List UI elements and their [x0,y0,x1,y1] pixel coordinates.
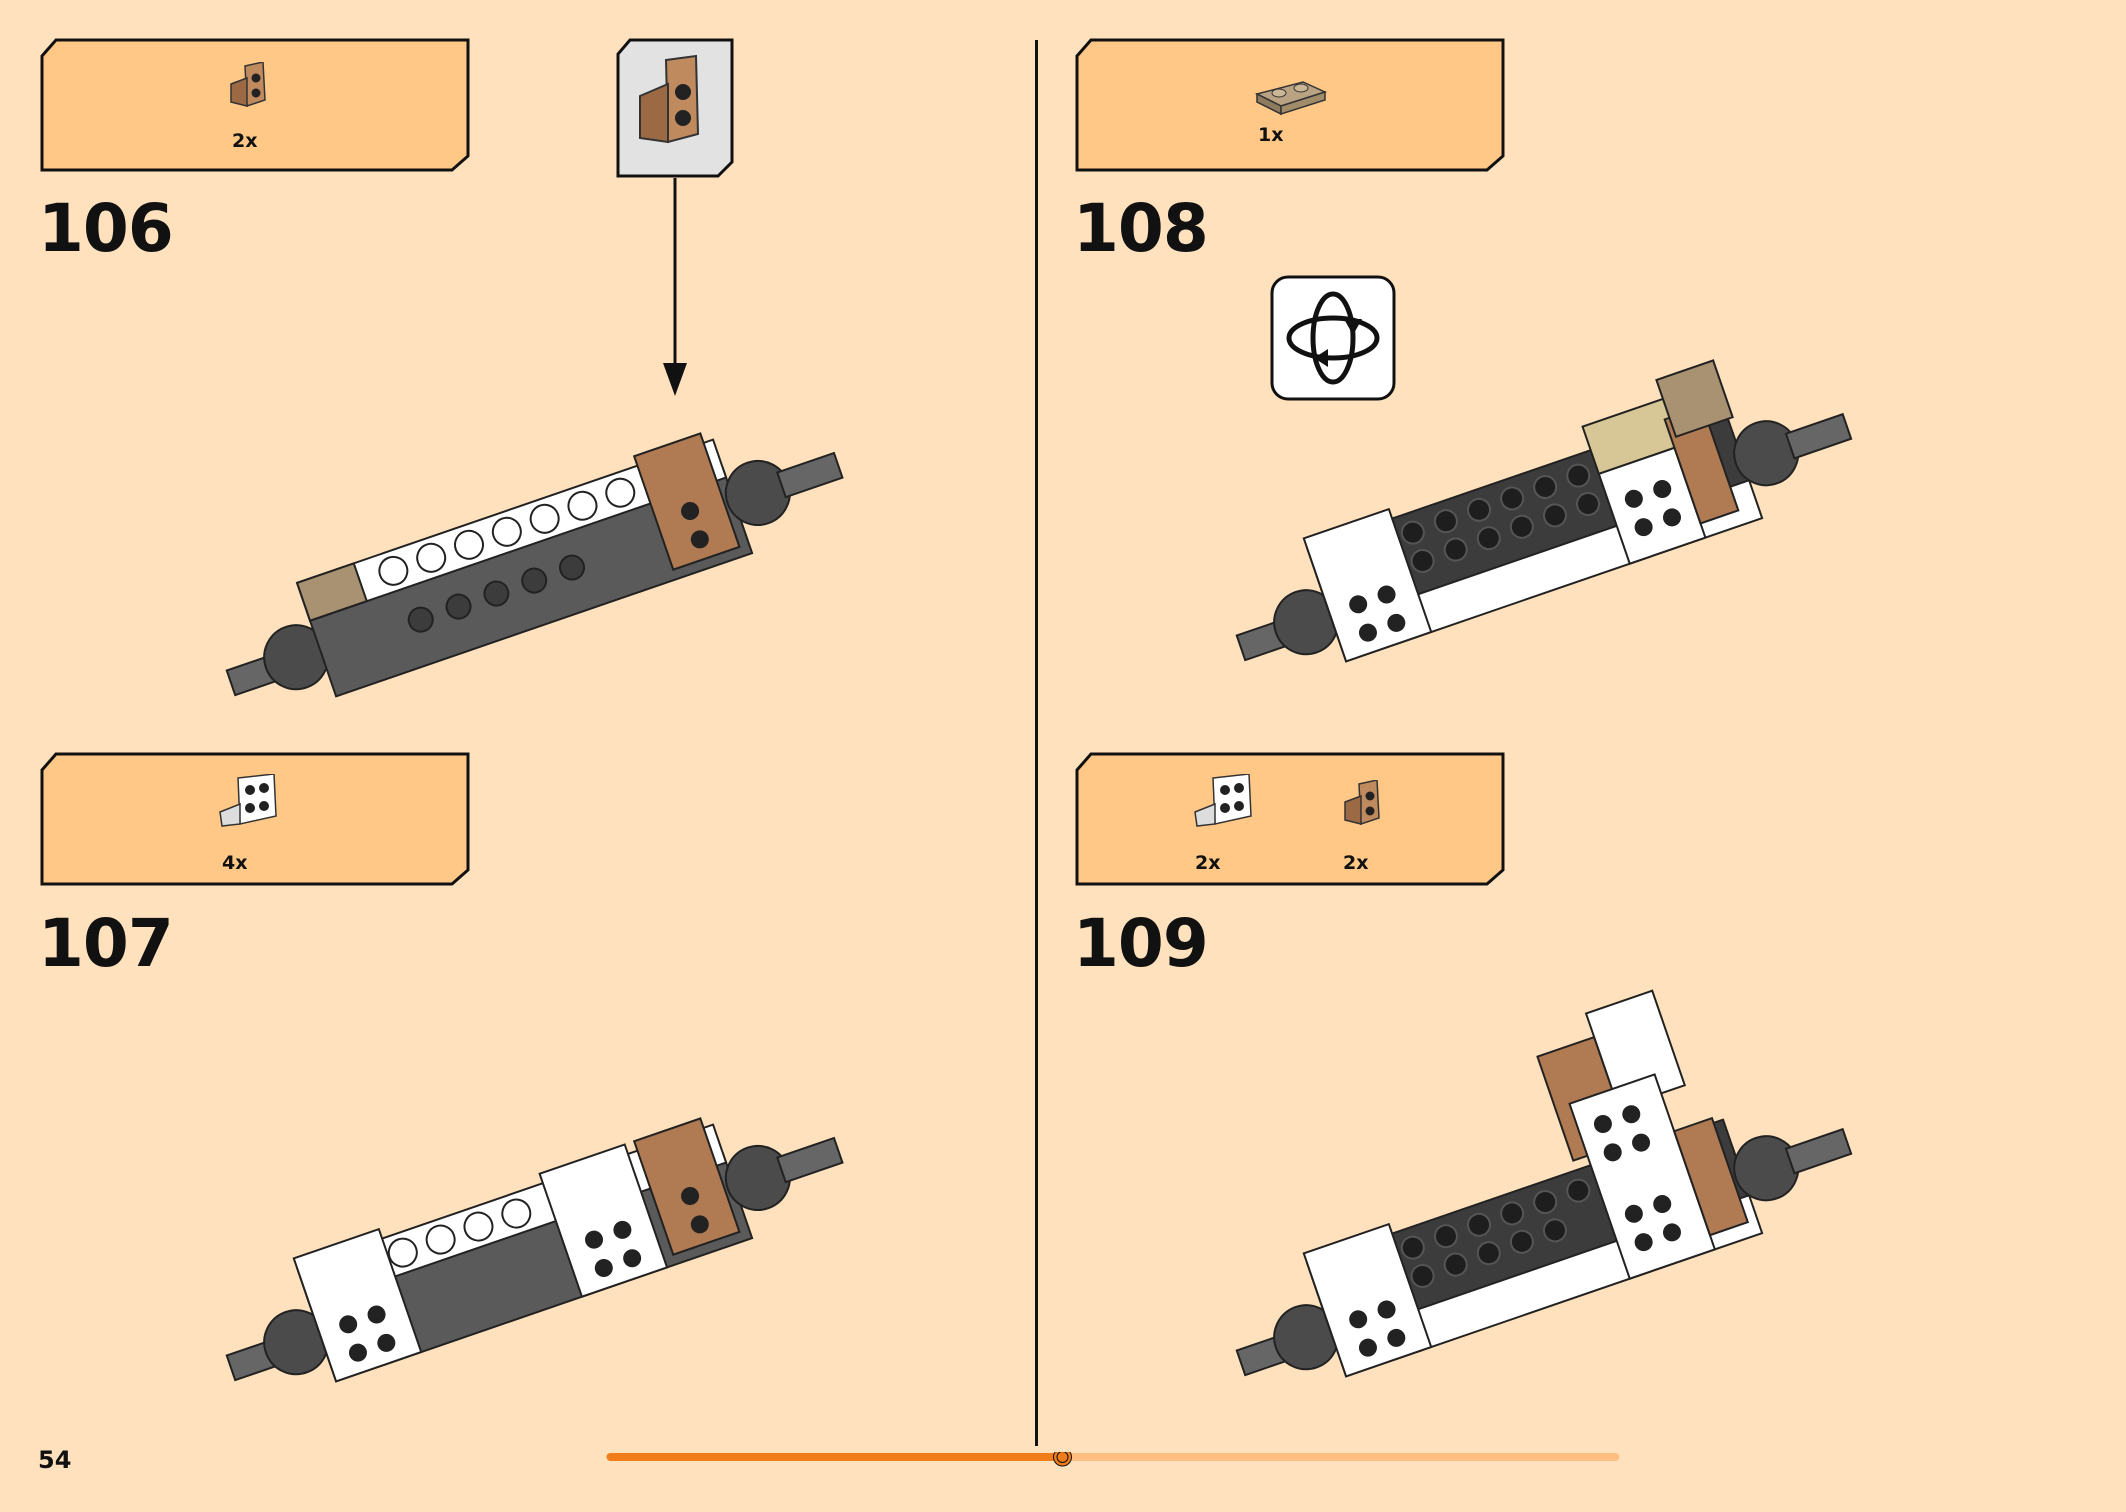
page-divider [1035,40,1038,1446]
placement-arrow [663,178,687,396]
progress-fill [606,1453,1063,1461]
part-quantity: 2x [1195,852,1221,874]
callout-frame [40,38,470,172]
step-number-107: 107 [38,905,174,982]
white-bracket-2x2-icon [1194,774,1252,827]
parts-callout-step-108: 1x [1075,38,1505,172]
subassembly-callout [616,38,734,178]
step-number-109: 109 [1073,905,1209,982]
part-quantity: 2x [232,130,258,152]
part-quantity: 1x [1258,124,1284,146]
brown-bracket-icon [1344,780,1380,826]
step-number-106: 106 [38,190,174,267]
brown-bracket-icon [230,62,266,108]
parts-callout-step-106: 2x [40,38,470,172]
tan-plate-1x2-icon [1255,81,1327,116]
callout-frame [1075,752,1505,886]
rotate-model-icon [1270,275,1396,401]
parts-callout-step-107: 4x [40,752,470,886]
page-number: 54 [38,1446,72,1474]
parts-callout-step-109: 2x 2x [1075,752,1505,886]
part-quantity: 4x [222,852,248,874]
step-number-108: 108 [1073,190,1209,267]
part-quantity: 2x [1343,852,1369,874]
progress-bar [606,1452,1620,1467]
progress-indicator [1053,1452,1072,1467]
white-bracket-2x2-icon [219,774,277,827]
